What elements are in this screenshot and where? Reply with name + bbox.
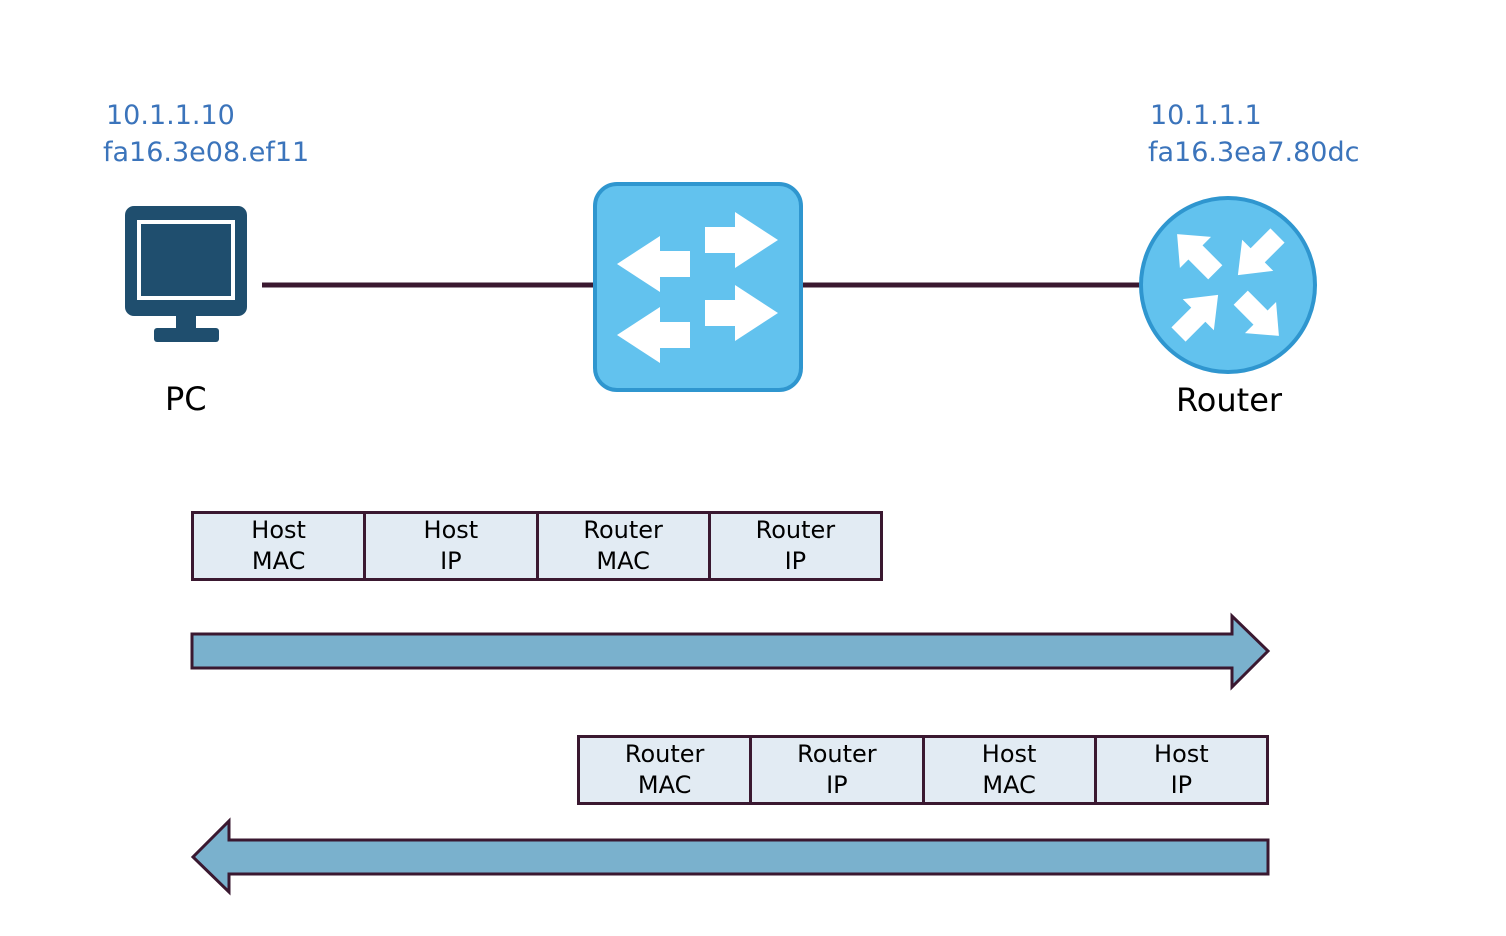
router-label: Router	[1176, 381, 1283, 419]
frame-field-source-ip: Router IP	[752, 738, 925, 802]
desktop-monitor-icon	[125, 206, 247, 342]
outbound-frame: Host MAC Host IP Router MAC Router IP	[191, 511, 883, 581]
pc-mac-label: fa16.3e08.ef11	[103, 134, 309, 171]
router-address-label: 10.1.1.1	[1150, 97, 1262, 134]
frame-field-destination-mac: Router MAC	[539, 514, 711, 578]
pc-mac-text: fa16.3e08.ef11	[103, 137, 310, 168]
router-ip-text: 10.1.1.1	[1150, 100, 1262, 131]
router-mac-text: fa16.3ea7.80dc	[1148, 137, 1360, 168]
frame-field-source-mac: Router MAC	[580, 738, 753, 802]
request-direction-arrow-icon	[190, 612, 1271, 691]
router-mac-label: fa16.3ea7.80dc	[1148, 134, 1359, 171]
frame-field-destination-mac: Host MAC	[925, 738, 1097, 802]
frame-field-source-mac: Host MAC	[194, 514, 367, 578]
router-arrows-icon	[1139, 196, 1317, 374]
return-frame: Router MAC Router IP Host MAC Host IP	[577, 735, 1269, 805]
switch-arrows-icon	[593, 182, 803, 392]
pc-label: PC	[165, 380, 207, 418]
frame-field-destination-ip: Host IP	[1154, 740, 1209, 799]
frame-field-destination-ip: Router IP	[755, 516, 836, 575]
pc-address-label: 10.1.1.10	[106, 97, 235, 134]
pc-ip-text: 10.1.1.10	[106, 100, 235, 131]
reply-direction-arrow-icon	[190, 817, 1270, 896]
frame-field-source-ip: Host IP	[366, 514, 539, 578]
